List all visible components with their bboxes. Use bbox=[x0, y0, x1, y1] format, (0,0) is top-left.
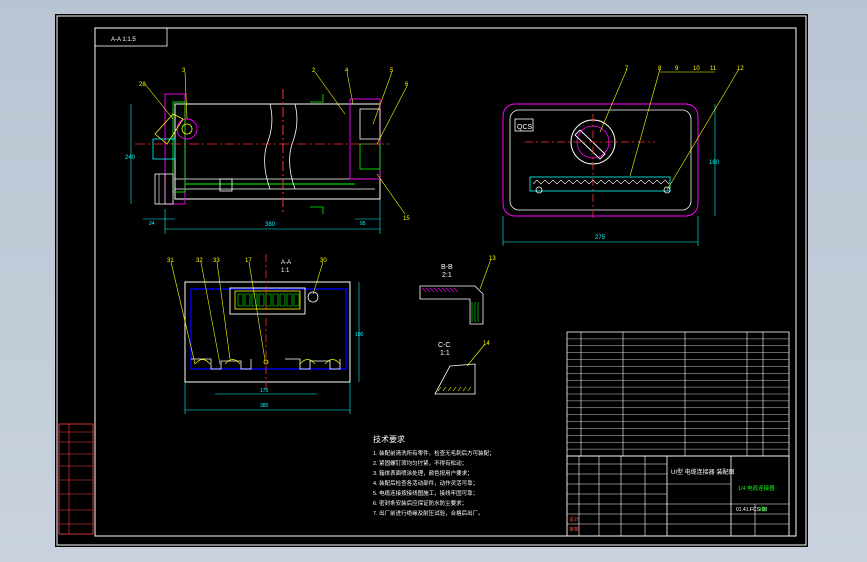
svg-text:B-B: B-B bbox=[441, 264, 453, 271]
title-block-title: UI型 电缆连接器 装配图 bbox=[671, 468, 734, 476]
scale-box bbox=[94, 27, 168, 47]
dim-small-right: 95 bbox=[360, 221, 366, 227]
svg-text:30: 30 bbox=[320, 258, 327, 264]
svg-text:3: 3 bbox=[182, 68, 186, 74]
dim-bottom-width: 380 bbox=[260, 403, 269, 409]
front-balloons: 28 3 2 4 5 6 15 bbox=[139, 68, 410, 222]
qcs-badge: QCS bbox=[517, 124, 533, 131]
svg-text:2. 紧固螺钉须均匀拧紧，不得有松动；: 2. 紧固螺钉须均匀拧紧，不得有松动； bbox=[373, 459, 467, 467]
svg-text:2:1: 2:1 bbox=[442, 272, 452, 279]
svg-text:6. 密封条安装后应保证防水防尘要求；: 6. 密封条安装后应保证防水防尘要求； bbox=[373, 499, 467, 507]
svg-text:4. 装配后检查各活动部件，动作灵活可靠；: 4. 装配后检查各活动部件，动作灵活可靠； bbox=[373, 479, 478, 487]
svg-text:12: 12 bbox=[737, 66, 744, 72]
svg-text:28: 28 bbox=[139, 82, 146, 88]
svg-text:9: 9 bbox=[675, 66, 679, 72]
svg-text:1:1: 1:1 bbox=[440, 350, 450, 357]
svg-text:14: 14 bbox=[483, 341, 490, 347]
svg-text:4: 4 bbox=[345, 68, 349, 74]
svg-text:11: 11 bbox=[710, 66, 717, 72]
svg-text:32: 32 bbox=[196, 258, 203, 264]
title-block-sheet: 1张 bbox=[759, 506, 767, 513]
svg-text:5. 电缆连接按接线图施工，接线牢固可靠；: 5. 电缆连接按接线图施工，接线牢固可靠； bbox=[373, 489, 478, 497]
svg-text:7: 7 bbox=[625, 66, 629, 72]
notes-title: 技术要求 bbox=[373, 434, 405, 444]
svg-text:8: 8 bbox=[658, 66, 662, 72]
title-block-code: 01.41.FCS-00 bbox=[736, 507, 767, 513]
title-block-drawing-no: 1/4 电缆连接器 bbox=[738, 484, 775, 492]
side-view: QCS 275 160 bbox=[502, 103, 720, 246]
svg-text:审核: 审核 bbox=[569, 526, 579, 533]
svg-text:7. 出厂前进行绝缘及耐压试验，合格后出厂。: 7. 出厂前进行绝缘及耐压试验，合格后出厂。 bbox=[373, 509, 484, 517]
svg-text:设计: 设计 bbox=[569, 516, 579, 523]
front-view: 380 240 24 95 bbox=[125, 89, 390, 234]
section-bb: B-B 2:1 13 bbox=[419, 256, 496, 325]
svg-text:C-C: C-C bbox=[438, 342, 450, 349]
side-balloons: 7 8 9 10 11 12 bbox=[599, 66, 744, 191]
svg-text:31: 31 bbox=[167, 258, 174, 264]
outer-frame bbox=[56, 15, 807, 546]
drawing-canvas: A-A 1:1.5 bbox=[55, 14, 808, 547]
dim-side-width: 275 bbox=[595, 235, 606, 241]
dim-bottom-inner: 175 bbox=[260, 388, 269, 394]
svg-text:3. 箱体表面喷涂处理，颜色按用户要求；: 3. 箱体表面喷涂处理，颜色按用户要求； bbox=[373, 469, 473, 477]
dim-side-height: 160 bbox=[709, 160, 720, 166]
svg-text:1:1: 1:1 bbox=[281, 268, 290, 274]
technical-notes: 技术要求 1. 装配前清洗所有零件，检查无毛刺后方可装配； 2. 紧固螺钉须均匀… bbox=[373, 434, 495, 517]
svg-text:10: 10 bbox=[693, 66, 700, 72]
dim-small-left: 24 bbox=[149, 221, 155, 227]
inner-frame bbox=[94, 27, 797, 537]
svg-text:5: 5 bbox=[390, 68, 394, 74]
svg-text:15: 15 bbox=[403, 216, 410, 222]
svg-text:17: 17 bbox=[245, 258, 252, 264]
svg-text:6: 6 bbox=[405, 82, 409, 88]
left-margin-table bbox=[58, 423, 94, 535]
svg-text:13: 13 bbox=[489, 256, 496, 262]
title-block: UI型 电缆连接器 装配图 1/4 电缆连接器 01.41.FCS-00 1张 … bbox=[566, 455, 790, 537]
bottom-view: A-A 1:1 175 380 100 bbox=[184, 254, 364, 414]
cad-drawing: A-A 1:1.5 bbox=[56, 15, 807, 546]
scale-note: A-A 1:1.5 bbox=[111, 37, 136, 43]
dim-front-height: 240 bbox=[125, 155, 136, 161]
dim-bottom-height: 100 bbox=[355, 332, 364, 338]
svg-text:2: 2 bbox=[312, 68, 316, 74]
bottom-balloons: 31 32 33 17 30 bbox=[167, 258, 327, 365]
svg-text:1. 装配前清洗所有零件，检查无毛刺后方可装配；: 1. 装配前清洗所有零件，检查无毛刺后方可装配； bbox=[373, 449, 495, 457]
section-aa-top: A-A bbox=[281, 260, 291, 266]
dim-front-width: 380 bbox=[265, 222, 276, 228]
section-cc: C-C 1:1 14 bbox=[434, 341, 490, 395]
parts-list-table bbox=[566, 331, 790, 457]
svg-text:33: 33 bbox=[213, 258, 220, 264]
